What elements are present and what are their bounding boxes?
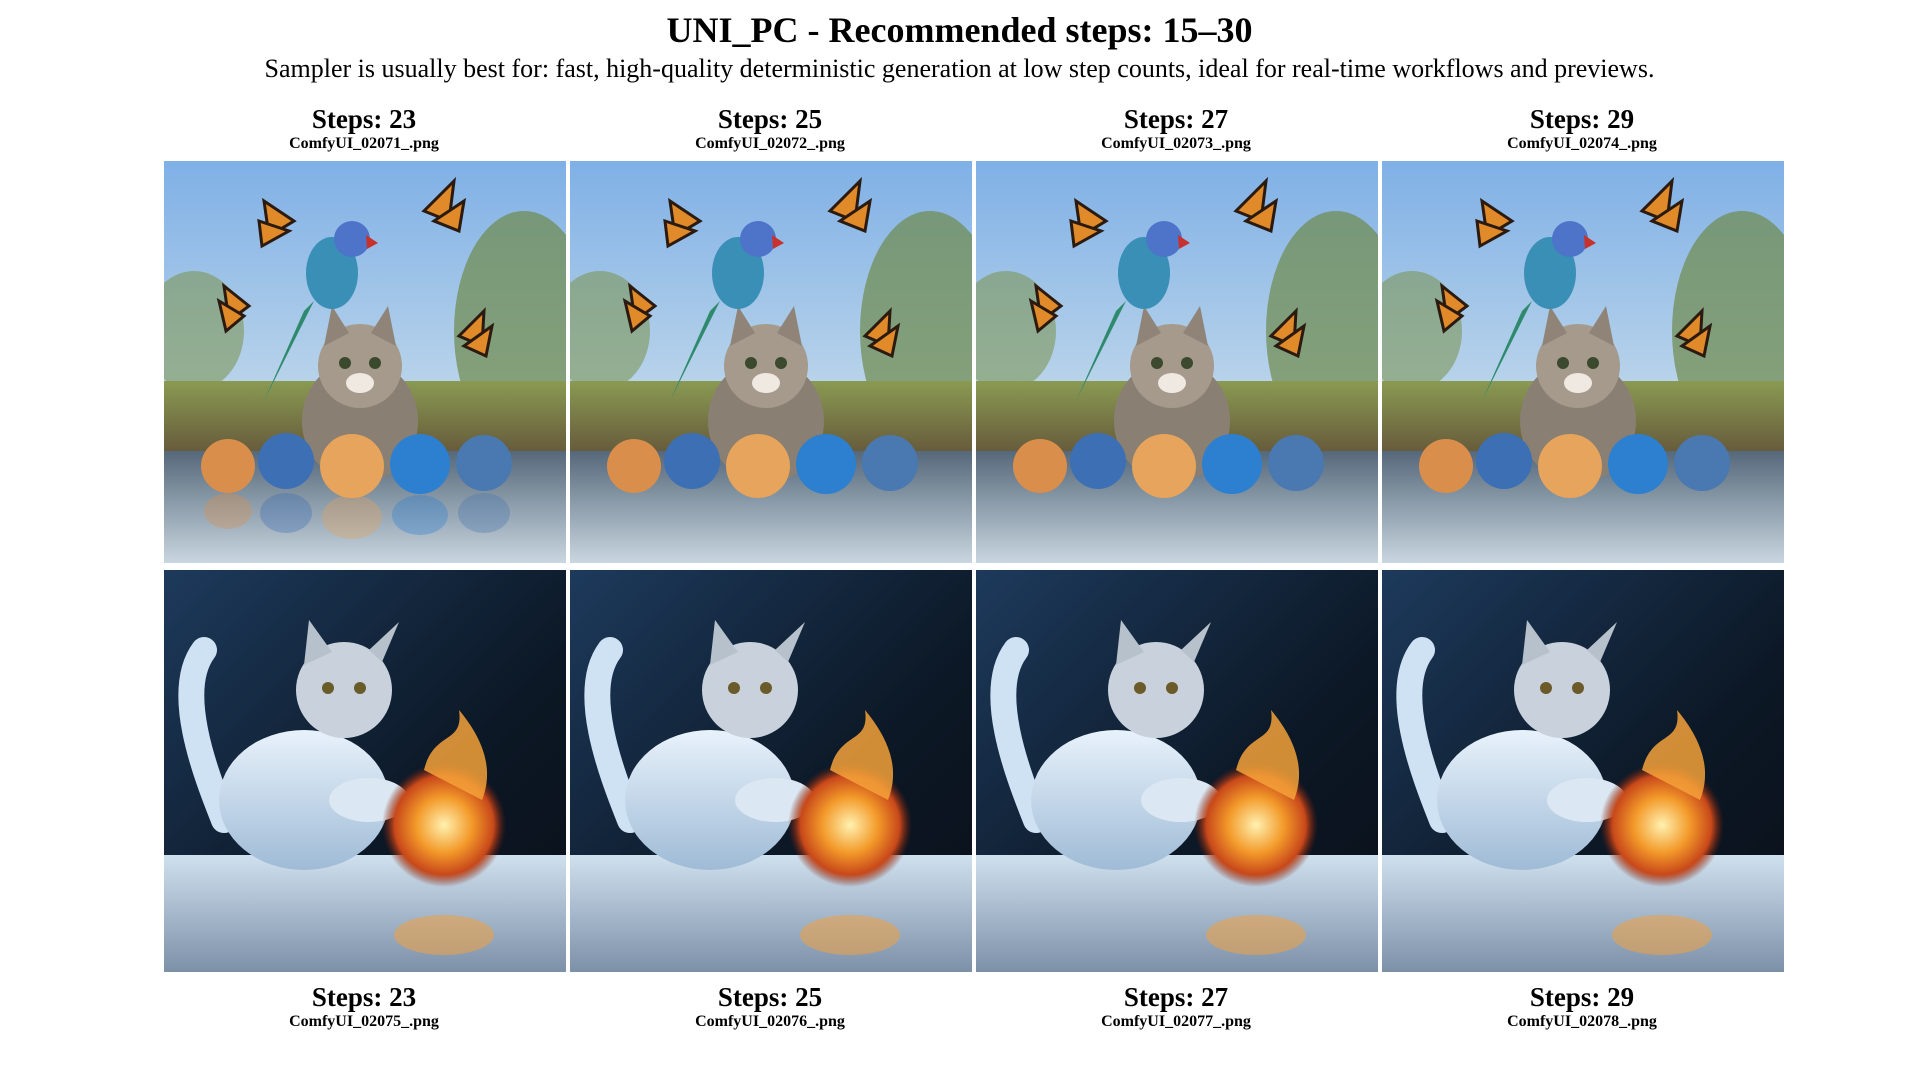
cat-parrot-picture: [570, 161, 972, 563]
ice-cat-fire-picture: [1382, 570, 1784, 972]
filename-label: ComfyUI_02074_.png: [1507, 135, 1657, 152]
page-subtitle: Sampler is usually best for: fast, high-…: [264, 54, 1655, 83]
steps-label: Steps: 25: [717, 982, 823, 1012]
image-ice-cat-fire-3: [976, 570, 1378, 972]
image-ice-cat-fire-4: [1382, 570, 1784, 972]
filename-label: ComfyUI_02071_.png: [289, 135, 439, 152]
caption-top-4: Steps: 29 ComfyUI_02074_.png: [1382, 104, 1782, 154]
cat-parrot-picture: [164, 161, 566, 563]
steps-label: Steps: 27: [1123, 104, 1229, 134]
image-cat-parrot-3: [976, 161, 1378, 563]
filename-label: ComfyUI_02078_.png: [1507, 1013, 1657, 1030]
caption-bottom-4: Steps: 29 ComfyUI_02078_.png: [1382, 982, 1782, 1032]
filename-label: ComfyUI_02073_.png: [1101, 135, 1251, 152]
steps-label: Steps: 23: [311, 982, 417, 1012]
filename-label: ComfyUI_02072_.png: [695, 135, 845, 152]
image-ice-cat-fire-1: [164, 570, 566, 972]
cat-parrot-picture: [976, 161, 1378, 563]
ice-cat-fire-picture: [570, 570, 972, 972]
caption-top-2: Steps: 25 ComfyUI_02072_.png: [570, 104, 970, 154]
ice-cat-fire-picture: [164, 570, 566, 972]
image-cat-parrot-4: [1382, 161, 1784, 563]
caption-top-1: Steps: 23 ComfyUI_02071_.png: [164, 104, 564, 154]
caption-bottom-2: Steps: 25 ComfyUI_02076_.png: [570, 982, 970, 1032]
page-title: UNI_PC - Recommended steps: 15–30: [666, 10, 1253, 50]
steps-label: Steps: 29: [1529, 104, 1635, 134]
caption-top-3: Steps: 27 ComfyUI_02073_.png: [976, 104, 1376, 154]
steps-label: Steps: 25: [717, 104, 823, 134]
cat-parrot-picture: [1382, 161, 1784, 563]
steps-label: Steps: 27: [1123, 982, 1229, 1012]
steps-label: Steps: 29: [1529, 982, 1635, 1012]
ice-cat-fire-picture: [976, 570, 1378, 972]
image-cat-parrot-2: [570, 161, 972, 563]
image-ice-cat-fire-2: [570, 570, 972, 972]
header: UNI_PC - Recommended steps: 15–30 Sample…: [0, 0, 1919, 86]
filename-label: ComfyUI_02076_.png: [695, 1013, 845, 1030]
caption-bottom-3: Steps: 27 ComfyUI_02077_.png: [976, 982, 1376, 1032]
caption-bottom-1: Steps: 23 ComfyUI_02075_.png: [164, 982, 564, 1032]
filename-label: ComfyUI_02077_.png: [1101, 1013, 1251, 1030]
steps-label: Steps: 23: [311, 104, 417, 134]
image-cat-parrot-1: [164, 161, 566, 563]
filename-label: ComfyUI_02075_.png: [289, 1013, 439, 1030]
